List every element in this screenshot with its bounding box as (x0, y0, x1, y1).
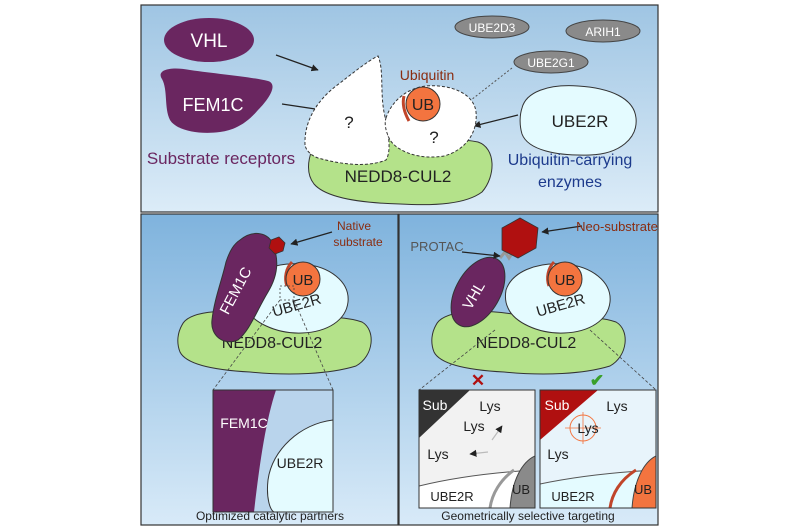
native-substrate-label-2: substrate (333, 235, 383, 249)
ub-label-left: UB (293, 272, 314, 289)
vhl-right: VHL (450, 256, 506, 328)
neo-substrate (501, 217, 539, 259)
vhl-label: VHL (191, 31, 228, 52)
ub-label-top: UB (412, 97, 434, 114)
vhl-arrow (275, 54, 319, 72)
ub-label-right: UB (555, 272, 576, 289)
zoom-guide-right (293, 299, 334, 391)
fem1c-label: FEM1C (182, 95, 243, 115)
bottom-left-panel: NEDD8-CUL2 UBE2R FEM1C Native substrate … (140, 213, 399, 526)
ube2d3-label: UBE2D3 (469, 21, 516, 35)
good-lys-low: Lys (547, 446, 568, 462)
top-panel: VHL FEM1C Substrate receptors UBE2D3 ARI… (140, 4, 659, 213)
ubiquitin-carrying-label-1: Ubiquitin-carrying (508, 152, 633, 169)
arih1-enzyme: ARIH1 (565, 19, 641, 43)
bottom-right-panel: NEDD8-CUL2 UBE2R VHL Neo-substrate PROTA… (398, 213, 659, 526)
nedd8-cul2-label: NEDD8-CUL2 (222, 335, 323, 352)
zoom-inset-good: Sub Lys Lys Lys UBE2R UB (539, 389, 657, 509)
zoom-inset-bad: Sub Lys Lys Lys UBE2R UB (418, 389, 536, 509)
ube2r-arrow (473, 114, 519, 128)
nedd8-cul2-label: NEDD8-CUL2 (345, 167, 452, 186)
selective-caption: Geometrically selective targeting (441, 509, 614, 523)
native-substrate-arrow (290, 231, 333, 246)
good-ub-label: UB (634, 482, 652, 497)
ube2r-label: UBE2R (552, 112, 609, 131)
empty-receptor-slot (304, 55, 390, 165)
optimized-caption: Optimized catalytic partners (196, 509, 344, 523)
bad-sub-label: Sub (423, 397, 448, 413)
good-sub-label: Sub (545, 397, 570, 413)
ubiquitin-right: UB (547, 261, 583, 297)
check-icon: ✔ (590, 371, 604, 390)
bad-lys-low: Lys (427, 446, 448, 462)
bad-ube2r-label: UBE2R (430, 489, 473, 504)
nedd8-cul2-label: NEDD8-CUL2 (476, 335, 577, 352)
ubiquitin-left: UB (285, 261, 321, 297)
protac-linker (498, 249, 515, 261)
bad-lys-top: Lys (479, 398, 500, 414)
zoom-fem1c-label: FEM1C (220, 415, 267, 431)
bad-lys-mid: Lys (463, 418, 484, 434)
zoom-guide-left (418, 329, 496, 391)
fem1c-receptor: FEM1C (160, 68, 273, 133)
question-mark-right: ? (429, 128, 438, 147)
neo-substrate-label: Neo-substrate (576, 219, 658, 234)
cross-icon: ✕ (471, 371, 485, 390)
native-substrate (268, 236, 286, 255)
ube2g1-enzyme: UBE2G1 (513, 50, 589, 74)
native-substrate-label-1: Native (337, 219, 371, 233)
enzyme-leader-line (447, 67, 513, 119)
neo-substrate-arrow (541, 225, 583, 235)
protac-label: PROTAC (410, 239, 463, 254)
arih1-label: ARIH1 (585, 25, 621, 39)
good-lys-top: Lys (606, 398, 627, 414)
bad-ub-label: UB (512, 482, 530, 497)
good-ube2r-label: UBE2R (551, 489, 594, 504)
ube2g1-label: UBE2G1 (527, 56, 575, 70)
ub-linker-top (401, 95, 411, 122)
zoom-guide-left (212, 299, 281, 391)
zoom-ube2r-label: UBE2R (277, 455, 324, 471)
ubiquitin-carrying-label-2: enzymes (538, 174, 602, 191)
ube2r-right: UBE2R (504, 263, 611, 334)
substrate-receptors-label: Substrate receptors (147, 149, 295, 168)
ube2d3-enzyme: UBE2D3 (454, 15, 530, 39)
zoom-inset-left: FEM1C UBE2R (212, 389, 334, 513)
protac-arrow (461, 251, 501, 259)
good-lys-mid: Lys (577, 420, 598, 436)
question-mark-left: ? (344, 113, 353, 132)
ubiquitin-top: UB (405, 86, 441, 122)
ube2r-free: UBE2R (519, 85, 637, 156)
fem1c-left: FEM1C (211, 233, 278, 343)
ubiquitin-label: Ubiquitin (400, 67, 454, 83)
vhl-receptor: VHL (164, 18, 254, 62)
zoom-region-marker (279, 285, 295, 301)
